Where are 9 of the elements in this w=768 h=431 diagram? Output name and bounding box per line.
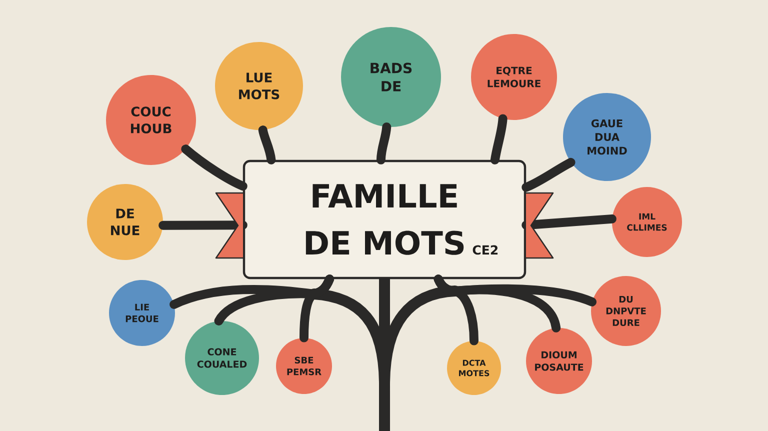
branch-line (258, 126, 276, 164)
branch-line (522, 214, 616, 230)
branch-line (522, 158, 576, 192)
branch-line (158, 220, 248, 230)
branch-line (490, 114, 508, 164)
branch-line (300, 274, 334, 342)
branch-line (181, 144, 248, 191)
branch-line (376, 122, 392, 164)
level-label: CE2 (472, 245, 498, 255)
